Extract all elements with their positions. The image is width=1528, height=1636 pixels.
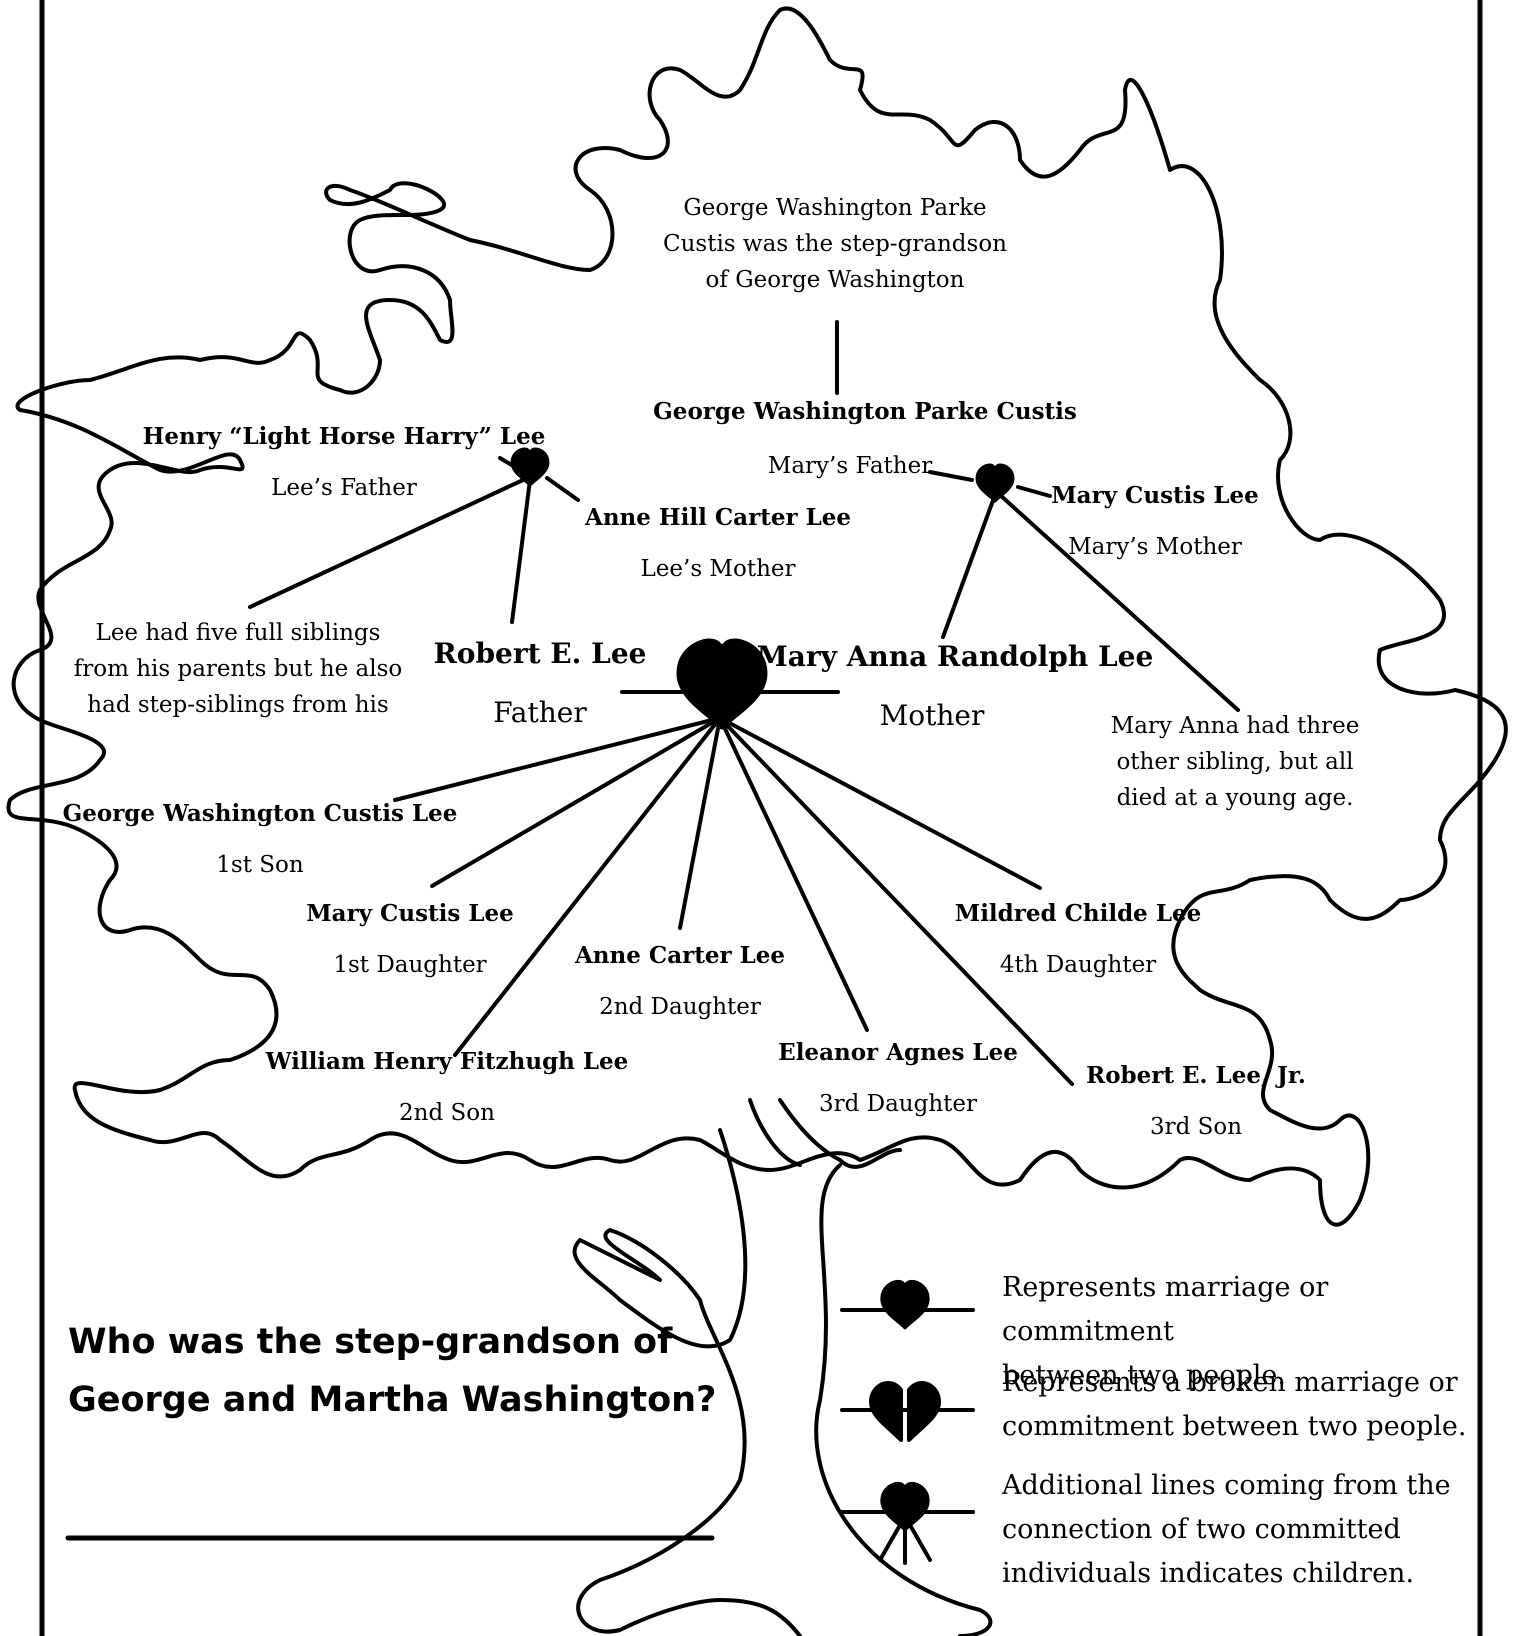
legend-broken-text: Represents a broken marriage or commitme…	[1002, 1361, 1502, 1449]
note-line: other sibling, but all	[1116, 749, 1354, 775]
note-line: Mary Anna had three	[1110, 713, 1360, 739]
lee-siblings-note: Lee had five full siblings from his pare…	[74, 615, 403, 723]
legend-line: connection of two committed	[1002, 1514, 1401, 1545]
legend-line: Represents a broken marriage or	[1002, 1367, 1458, 1398]
legend-marriage-text: Represents marriage or commitment betwee…	[1002, 1266, 1502, 1398]
legend-line: between two people.	[1002, 1360, 1286, 1391]
mary-anna-role: Mother	[879, 699, 985, 732]
note-line: from his parents but he also	[73, 656, 403, 682]
legend-line: Represents marriage or commitment	[1002, 1272, 1329, 1347]
connector-lee-mother	[545, 476, 580, 502]
heart-icon	[840, 1279, 975, 1330]
child-1-name: George Washington Custis Lee	[62, 800, 458, 827]
child-3-name: William Henry Fitzhugh Lee	[265, 1048, 629, 1075]
robert-e-lee-name: Robert E. Lee	[433, 637, 647, 670]
tree-trunk	[572, 1098, 993, 1636]
note-line: of George Washington	[705, 267, 965, 293]
mary-anna-siblings-note: Mary Anna had three other sibling, but a…	[1111, 708, 1360, 816]
note-line: died at a young age.	[1116, 785, 1354, 811]
note-line: Custis was the step-grandson	[662, 231, 1008, 257]
gwp-custis-role: Mary’s Father	[767, 453, 933, 479]
question-line: George and Martha Washington?	[68, 1380, 717, 1420]
anne-hill-carter-lee-name: Anne Hill Carter Lee	[584, 504, 852, 531]
henry-lee-name: Henry “Light Horse Harry” Lee	[142, 423, 546, 450]
line-mary-anna-siblings	[998, 493, 1240, 712]
line-child-7	[718, 716, 1074, 1086]
line-child-5	[718, 716, 869, 1032]
mary-custis-lee-mother-role: Mary’s Mother	[1068, 534, 1242, 560]
legend-line: Additional lines coming from the	[1002, 1470, 1451, 1501]
mary-custis-lee-mother-name: Mary Custis Lee	[1051, 482, 1259, 509]
child-3-role: 2nd Son	[399, 1100, 495, 1126]
child-6-role: 4th Daughter	[999, 952, 1157, 978]
child-7-role: 3rd Son	[1149, 1114, 1243, 1140]
child-1-role: 1st Son	[216, 852, 304, 878]
broken-heart-icon	[840, 1381, 975, 1442]
heart-children-icon	[840, 1481, 975, 1565]
legend-line: individuals indicates children.	[1002, 1558, 1415, 1589]
mary-anna-name: Mary Anna Randolph Lee	[756, 640, 1154, 673]
line-to-mary-anna	[941, 493, 997, 639]
child-7-name: Robert E. Lee, Jr.	[1086, 1062, 1306, 1089]
question-line: Who was the step-grandson of	[68, 1322, 673, 1362]
note-line: Lee had five full siblings	[95, 620, 381, 646]
child-6-name: Mildred Childe Lee	[954, 900, 1202, 927]
worksheet-question: Who was the step-grandson of George and …	[68, 1313, 748, 1429]
henry-lee-role: Lee’s Father	[271, 475, 417, 501]
custis-step-grandson-note: George Washington Parke Custis was the s…	[663, 190, 1007, 298]
robert-e-lee-role: Father	[493, 696, 587, 729]
line-child-2	[430, 716, 722, 888]
line-lee-siblings	[248, 478, 525, 609]
line-child-6	[718, 716, 1042, 890]
anne-hill-carter-lee-role: Lee’s Mother	[640, 556, 796, 582]
line-child-1	[393, 716, 722, 802]
child-4-role: 2nd Daughter	[599, 994, 761, 1020]
child-5-role: 3rd Daughter	[818, 1091, 978, 1117]
heart-icon-lee-parents	[510, 447, 550, 487]
gwp-custis-name: George Washington Parke Custis	[653, 398, 1077, 425]
line-child-4	[678, 716, 722, 930]
line-child-3	[453, 716, 722, 1057]
legend-children-text: Additional lines coming from the connect…	[1002, 1464, 1502, 1596]
connector-custis-heart	[928, 470, 974, 482]
canopy-outline	[6, 6, 1508, 1227]
child-4-name: Anne Carter Lee	[574, 942, 786, 969]
legend-line: commitment between two people.	[1002, 1411, 1467, 1442]
line-to-robert	[510, 478, 532, 624]
child-2-role: 1st Daughter	[333, 952, 487, 978]
heart-icon-custis	[975, 463, 1015, 503]
connector-mother-heart	[1016, 485, 1052, 498]
child-5-name: Eleanor Agnes Lee	[778, 1039, 1018, 1066]
heart-icon-main	[680, 642, 764, 726]
child-2-name: Mary Custis Lee	[306, 900, 514, 927]
note-line: had step-siblings from his	[87, 692, 389, 718]
note-line: George Washington Parke	[683, 195, 987, 221]
